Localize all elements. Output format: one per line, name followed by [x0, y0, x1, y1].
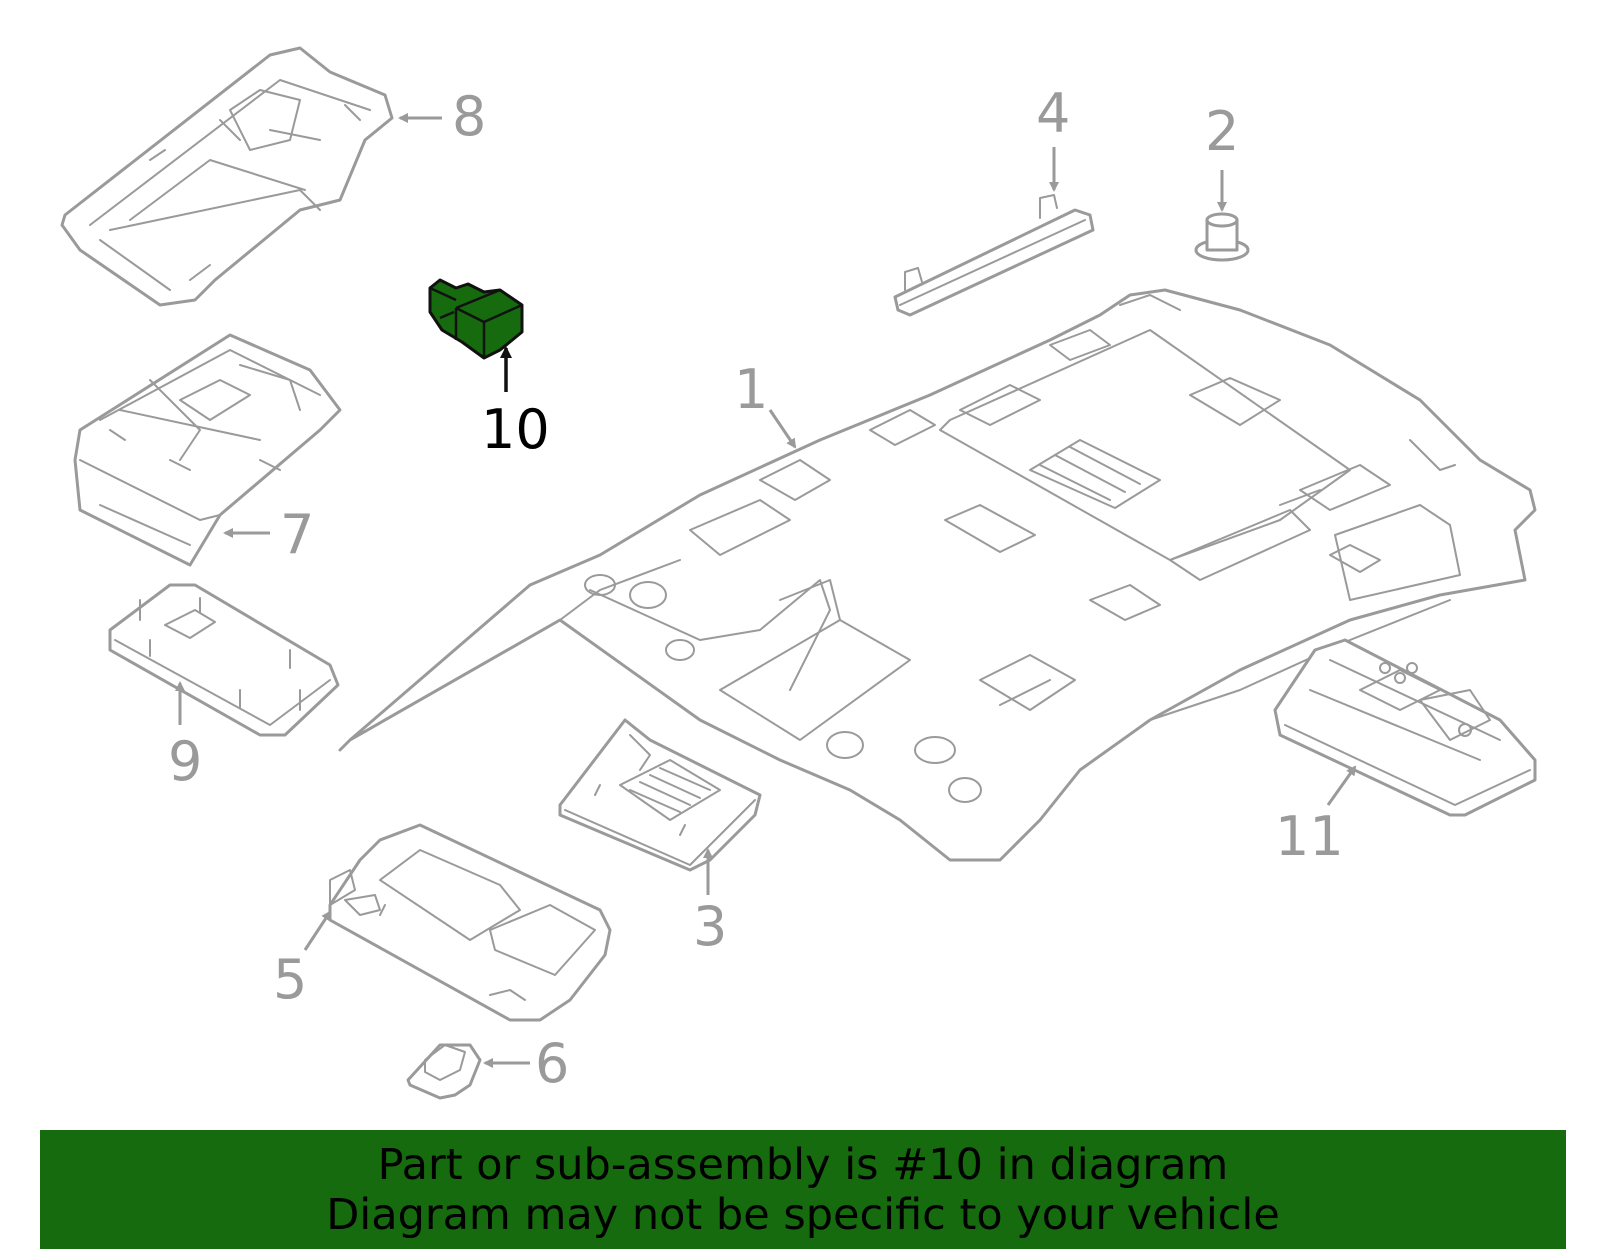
part-11-map-lamp	[1273, 638, 1537, 817]
part-7-overhead-console	[73, 333, 342, 567]
callout-7: 7	[280, 503, 314, 566]
part-3-lamp	[558, 718, 762, 872]
callout-2: 2	[1205, 100, 1239, 163]
part-4-trim-strip	[893, 194, 1095, 317]
banner-line-1: Part or sub-assembly is #10 in diagram	[377, 1139, 1229, 1190]
part-9-panel	[108, 583, 340, 737]
leader-lines	[175, 113, 1357, 1068]
callout-8: 8	[452, 85, 486, 148]
callout-10: 10	[481, 398, 550, 461]
callout-4: 4	[1036, 82, 1070, 145]
callout-11: 11	[1275, 805, 1344, 868]
callout-5: 5	[273, 948, 307, 1011]
part-1-headliner	[338, 288, 1537, 862]
callout-labels: 1 2 3 4 5 6 7 8 9 10 11	[168, 82, 1344, 1095]
callout-1: 1	[734, 358, 768, 421]
callout-6: 6	[535, 1032, 569, 1095]
part-2-clip	[1194, 212, 1250, 262]
part-6-visor-clip	[406, 1043, 482, 1100]
info-banner: Part or sub-assembly is #10 in diagram D…	[40, 1130, 1566, 1249]
part-8-console-frame	[60, 46, 394, 307]
callout-3: 3	[693, 895, 727, 958]
part-10-connector	[428, 278, 524, 360]
part-5-sun-visor	[328, 823, 612, 1022]
callout-9: 9	[168, 730, 202, 793]
banner-line-2: Diagram may not be specific to your vehi…	[326, 1189, 1280, 1240]
